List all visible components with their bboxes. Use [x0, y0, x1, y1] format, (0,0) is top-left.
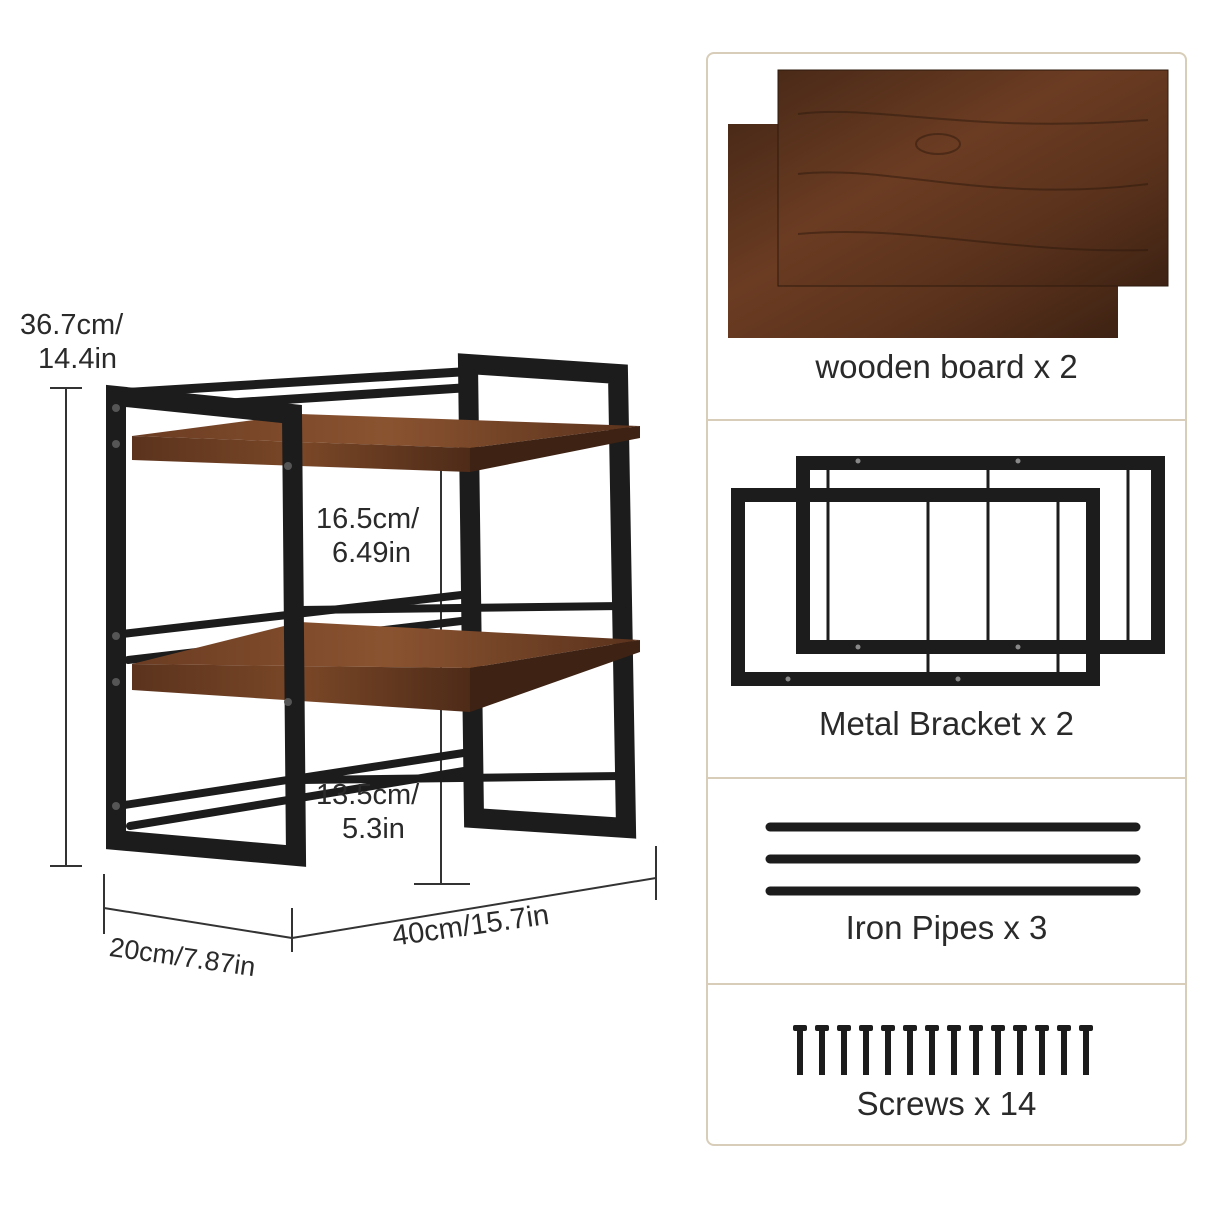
screw-head — [1057, 1025, 1071, 1031]
parts-label-screws: Screws x 14 — [856, 1085, 1037, 1122]
screw-icon — [793, 1025, 1093, 1075]
parts-label-wooden-board: wooden board x 2 — [815, 348, 1078, 385]
front-left-frame — [106, 384, 307, 867]
screw-head — [881, 1025, 895, 1031]
parts-list-panel: wooden board x 2 M — [706, 52, 1187, 1146]
screw-shaft — [995, 1031, 1001, 1075]
screw-head — [991, 1025, 1005, 1031]
height-label: 36.7cm/ 14.4in — [20, 309, 124, 375]
screw-head — [793, 1025, 807, 1031]
parts-cell-iron-pipes: Iron Pipes x 3 — [708, 777, 1185, 983]
screw-head — [1079, 1025, 1093, 1031]
upper-shelf — [132, 414, 640, 472]
screw-shaft — [841, 1031, 847, 1075]
screw-shaft — [1017, 1031, 1023, 1075]
screw-head — [1013, 1025, 1027, 1031]
screw-shaft — [973, 1031, 979, 1075]
screw-shaft — [863, 1031, 869, 1075]
screw-head — [903, 1025, 917, 1031]
iron-pipe-icon — [765, 822, 1141, 896]
parts-cell-metal-bracket: Metal Bracket x 2 — [708, 419, 1185, 777]
wooden-board-icon — [728, 69, 1169, 338]
screw-shaft — [1083, 1031, 1089, 1075]
screw-shaft — [951, 1031, 957, 1075]
screw-head — [815, 1025, 829, 1031]
height-dimension-line — [50, 387, 82, 867]
screw-shaft — [819, 1031, 825, 1075]
screw-shaft — [929, 1031, 935, 1075]
screw-head — [859, 1025, 873, 1031]
screw-shaft — [797, 1031, 803, 1075]
screw-shaft — [1039, 1031, 1045, 1075]
parts-cell-screws: Screws x 14 — [708, 983, 1185, 1148]
screw-shaft — [907, 1031, 913, 1075]
screw-shaft — [1061, 1031, 1067, 1075]
metal-bracket-icon — [731, 456, 1165, 686]
screw-shaft — [885, 1031, 891, 1075]
frame-screws — [112, 404, 292, 810]
lower-gap-label: 13.5cm/ 5.3in — [316, 779, 420, 845]
parts-label-metal-bracket: Metal Bracket x 2 — [819, 705, 1074, 742]
shelf-illustration — [50, 353, 657, 952]
screw-head — [947, 1025, 961, 1031]
screw-head — [969, 1025, 983, 1031]
parts-label-iron-pipes: Iron Pipes x 3 — [845, 909, 1048, 946]
base-dimension-lines — [103, 846, 657, 952]
upper-gap-label: 16.5cm/ 6.49in — [316, 503, 420, 569]
parts-cell-wooden-board: wooden board x 2 — [708, 54, 1185, 419]
screw-head — [925, 1025, 939, 1031]
screw-head — [837, 1025, 851, 1031]
lower-shelf — [132, 622, 640, 712]
screw-head — [1035, 1025, 1049, 1031]
